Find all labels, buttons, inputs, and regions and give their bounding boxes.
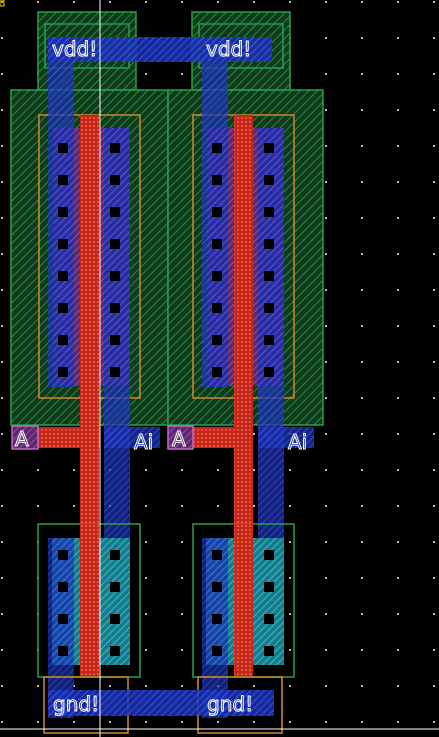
input-label-right: A <box>172 427 186 451</box>
output-metal-h-left[interactable] <box>104 427 160 448</box>
vdd-metal-rail[interactable] <box>48 37 272 62</box>
contacts-nmos <box>58 550 274 656</box>
gnd-label-left: gnd! <box>53 692 99 716</box>
output-label-left: Ai <box>134 430 153 454</box>
origin-marker <box>0 0 5 7</box>
gnd-strap-right[interactable] <box>202 538 228 718</box>
input-pin-right[interactable] <box>167 425 194 450</box>
output-metal-right[interactable] <box>258 128 284 578</box>
vdd-label-right: vdd! <box>206 37 251 61</box>
output-label-right: Ai <box>288 430 307 454</box>
input-label-left: A <box>15 427 29 451</box>
gnd-strap-left[interactable] <box>48 538 74 718</box>
contacts-pmos-left <box>58 143 120 377</box>
output-metal-left[interactable] <box>104 128 130 578</box>
poly-nmos-right[interactable] <box>234 524 253 676</box>
poly-nmos-left[interactable] <box>80 524 99 676</box>
vdd-label-left: vdd! <box>52 37 97 61</box>
gnd-metal-rail[interactable] <box>48 690 274 716</box>
contacts-pmos-right <box>212 143 274 377</box>
input-pin-left[interactable] <box>11 425 39 450</box>
output-metal-h-right[interactable] <box>258 427 314 448</box>
gnd-label-right: gnd! <box>207 692 253 716</box>
